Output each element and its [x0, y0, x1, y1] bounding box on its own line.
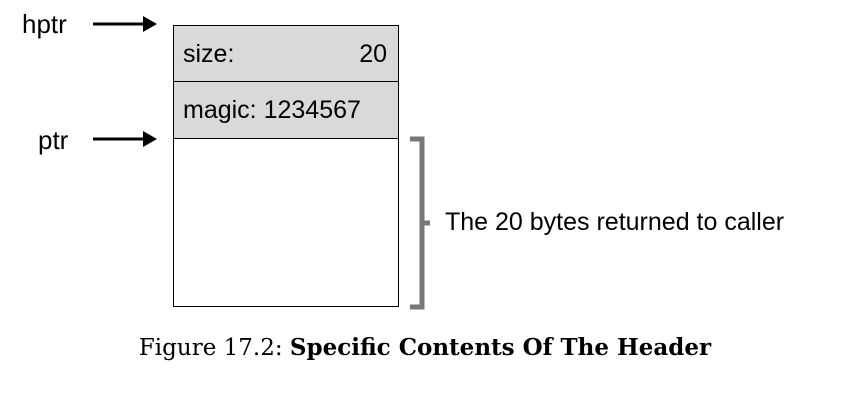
magic-text: magic: 1234567 [183, 96, 361, 124]
hptr-label: hptr [22, 9, 67, 39]
figure-title: Specific Contents Of The Header [289, 334, 712, 361]
size-value: 20 [359, 40, 387, 68]
size-label: size: [183, 40, 235, 68]
figure-caption: Figure 17.2: Specific Contents Of The He… [0, 334, 850, 361]
hptr-arrow-icon [93, 16, 157, 32]
ptr-label: ptr [38, 125, 69, 155]
magic-field: magic: 1234567 [174, 82, 398, 139]
bracket-icon [410, 136, 430, 310]
memory-block: size: 20 magic: 1234567 [173, 25, 399, 307]
figure-number: Figure 17.2: [138, 335, 283, 361]
ptr-arrow-icon [93, 131, 157, 147]
bracket-caption: The 20 bytes returned to caller [445, 208, 785, 236]
size-field: size: 20 [174, 26, 398, 82]
